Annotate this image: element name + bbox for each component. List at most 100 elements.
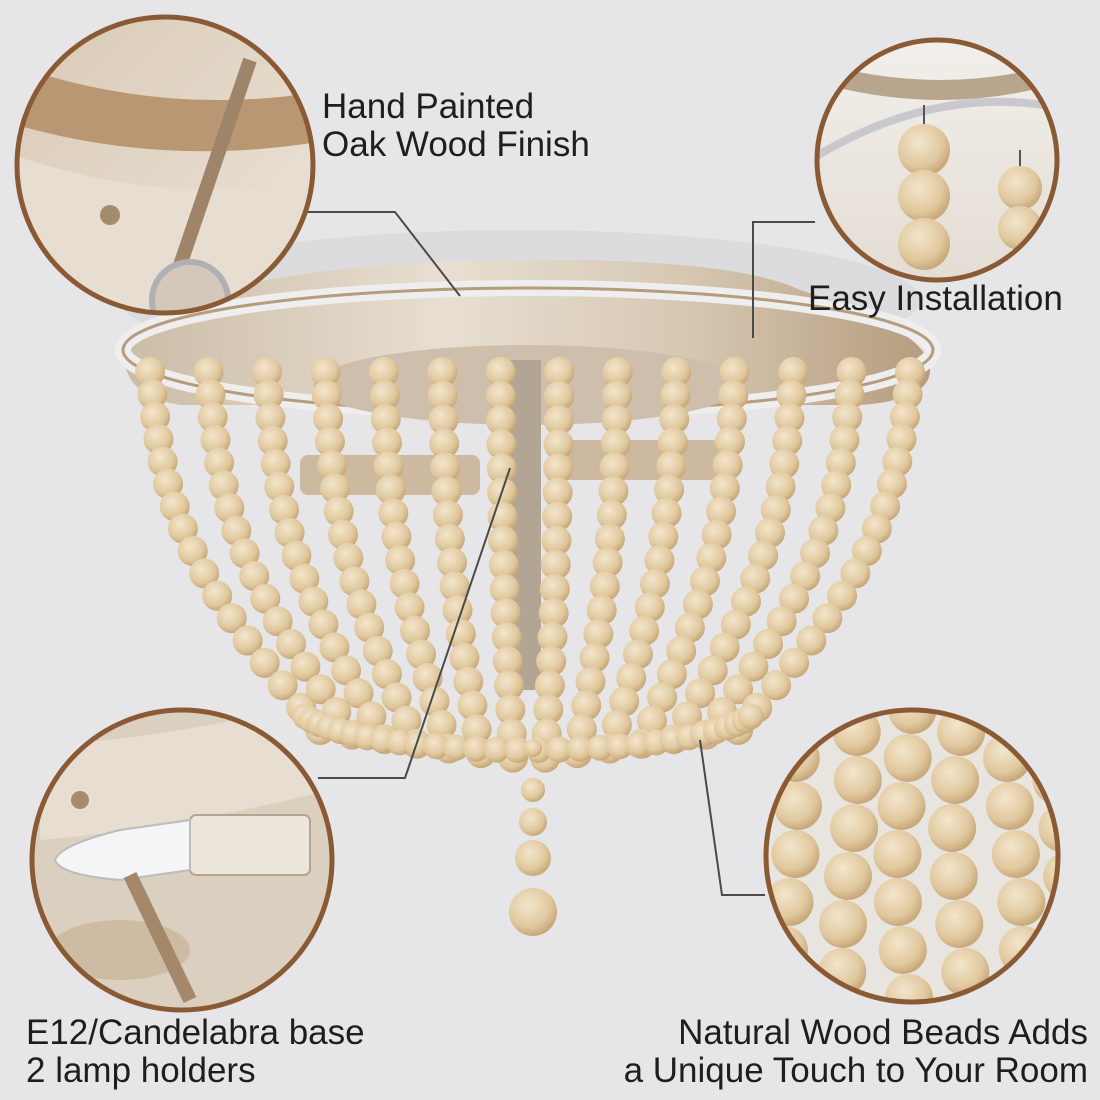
wood-bead xyxy=(761,670,791,701)
wood-bead xyxy=(214,493,245,523)
wood-bead xyxy=(827,580,858,611)
wood-bead xyxy=(544,381,574,412)
wood-bead xyxy=(389,568,420,599)
wood-bead xyxy=(439,571,470,602)
wood-bead xyxy=(790,561,821,591)
wood-bead xyxy=(453,666,484,697)
wood-bead xyxy=(486,405,517,436)
callout-label-finish: Hand Painted Oak Wood Finish xyxy=(322,88,590,164)
wood-bead xyxy=(771,830,820,878)
wood-bead xyxy=(888,710,937,734)
wood-bead xyxy=(599,452,630,483)
wood-bead xyxy=(485,381,516,412)
beads-line-2: a Unique Touch to Your Room xyxy=(623,1051,1088,1090)
wood-bead xyxy=(661,357,692,387)
wood-bead xyxy=(674,612,705,643)
wood-bead xyxy=(935,900,984,948)
wood-bead xyxy=(427,357,458,387)
wood-bead xyxy=(598,476,629,507)
wood-bead xyxy=(715,426,745,457)
wood-bead xyxy=(765,471,796,502)
wood-bead xyxy=(423,733,450,760)
wood-bead xyxy=(323,496,354,527)
wood-bead xyxy=(589,571,620,602)
wood-bead xyxy=(774,782,822,830)
wood-bead xyxy=(167,513,198,544)
wood-bead xyxy=(255,402,286,433)
wood-bead xyxy=(800,538,830,569)
wood-bead xyxy=(840,558,871,589)
wood-bead xyxy=(873,830,922,878)
wood-bead xyxy=(534,670,565,701)
wood-bead xyxy=(539,574,570,604)
wood-bead xyxy=(262,606,293,637)
wood-bead xyxy=(829,425,860,455)
wood-bead xyxy=(370,404,401,435)
wood-bead xyxy=(690,566,720,597)
wood-bead xyxy=(832,402,863,433)
wood-bead xyxy=(519,808,547,836)
wood-bead xyxy=(542,501,573,532)
wood-bead xyxy=(779,647,810,678)
wood-bead xyxy=(147,446,178,477)
wood-bead xyxy=(895,357,925,387)
wood-bead xyxy=(771,734,820,782)
wood-bead xyxy=(426,709,457,740)
wood-bead xyxy=(883,734,932,782)
wood-bead xyxy=(135,357,165,387)
wood-bead xyxy=(445,619,476,649)
leader-finish xyxy=(300,211,461,297)
wood-bead xyxy=(984,710,1033,734)
wood-bead xyxy=(320,473,350,504)
leader-base xyxy=(318,467,511,779)
wood-bead xyxy=(463,735,490,762)
wood-bead xyxy=(313,403,344,434)
wood-bead xyxy=(656,451,687,482)
wood-bead xyxy=(504,737,531,763)
wood-bead xyxy=(495,694,526,725)
wood-bead xyxy=(1028,710,1058,756)
wood-bead xyxy=(629,615,660,646)
wood-bead xyxy=(748,540,779,571)
wood-bead xyxy=(716,403,747,434)
wood-bead xyxy=(202,580,233,611)
wood-bead xyxy=(594,523,625,554)
wood-bead xyxy=(723,674,753,705)
wood-bead xyxy=(406,639,437,670)
wood-bead xyxy=(485,357,516,387)
wood-bead xyxy=(587,734,613,761)
wood-bead xyxy=(544,357,575,387)
wood-bead xyxy=(808,515,839,546)
wood-bead xyxy=(592,547,623,578)
wood-bead xyxy=(774,402,805,433)
wood-bead xyxy=(542,477,573,508)
wood-bead xyxy=(1038,804,1058,852)
wood-bead xyxy=(566,714,597,745)
wood-bead xyxy=(437,547,467,578)
wood-bead xyxy=(861,513,892,544)
wood-bead xyxy=(575,666,606,697)
wood-bead xyxy=(836,357,867,387)
wood-bead xyxy=(264,471,295,502)
wood-bead xyxy=(487,501,518,532)
wood-bead xyxy=(769,448,800,479)
wood-bead xyxy=(319,632,350,663)
wood-bead xyxy=(443,734,469,761)
wood-bead xyxy=(483,736,510,763)
wood-bead xyxy=(346,589,377,620)
wood-bead xyxy=(491,622,522,653)
wood-bead xyxy=(660,380,691,411)
wood-bead xyxy=(766,606,797,637)
wood-bead xyxy=(373,451,404,482)
wood-bead xyxy=(583,619,614,649)
wood-bead xyxy=(267,670,298,701)
wood-bead xyxy=(931,756,980,804)
wood-bead xyxy=(281,540,312,571)
wood-bead xyxy=(457,690,488,721)
wood-bead xyxy=(400,615,430,646)
wood-bead xyxy=(232,625,263,656)
wood-bead xyxy=(639,568,670,599)
wood-bead xyxy=(720,609,751,640)
wood-bead xyxy=(821,470,852,501)
wood-bead xyxy=(637,705,667,736)
